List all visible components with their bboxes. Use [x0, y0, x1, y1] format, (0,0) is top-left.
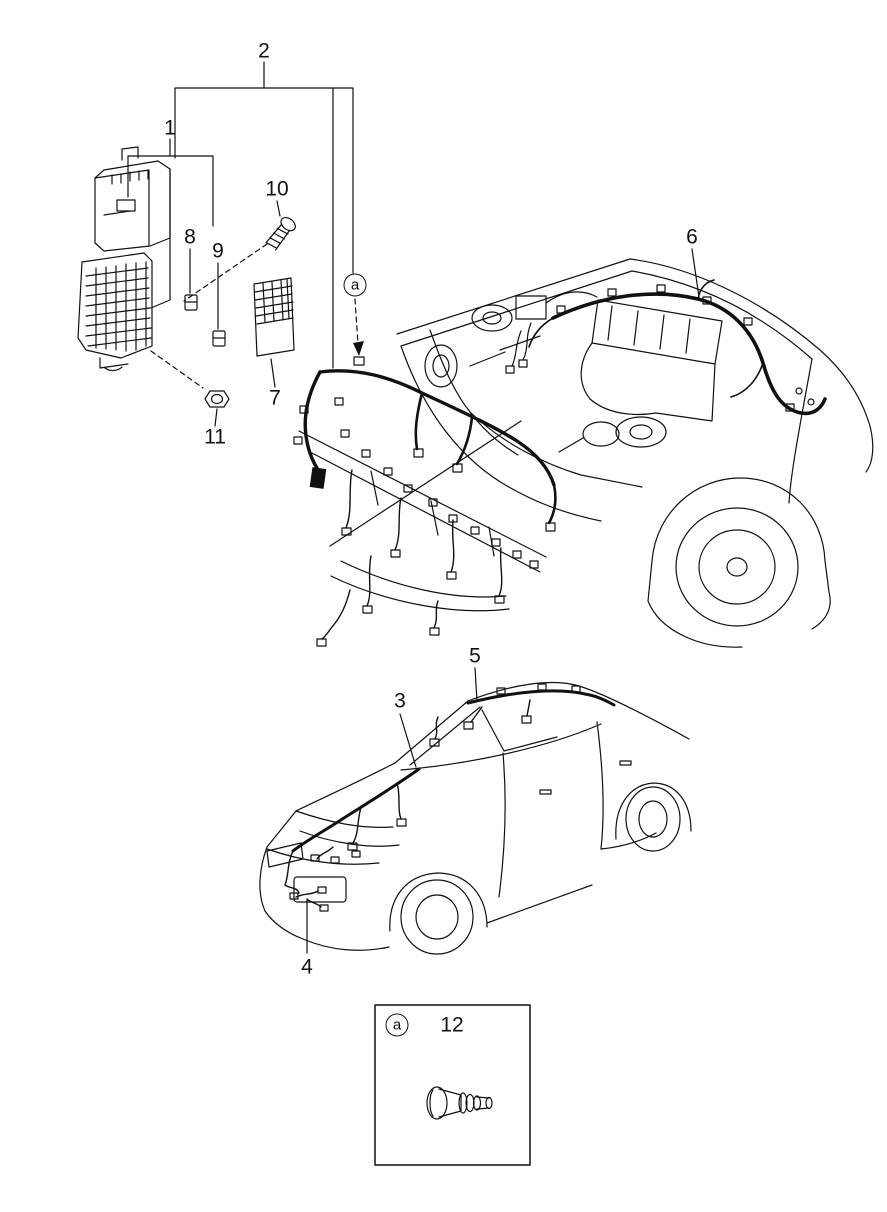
ref-marker-a: a: [343, 273, 367, 297]
grommet-part-12-icon: [426, 1086, 493, 1120]
callout-5: 5: [469, 644, 481, 668]
callout-8: 8: [184, 225, 196, 249]
assembly-guide-lines: [150, 243, 364, 389]
callout-6: 6: [686, 225, 698, 249]
callout-12: 12: [440, 1013, 464, 1037]
callout-1: 1: [164, 116, 176, 140]
bolt-part-10-icon: [265, 216, 296, 251]
legend-box-art: [374, 1004, 531, 1166]
callout-10: 10: [265, 177, 289, 201]
junction-box-art: [77, 146, 171, 372]
arrowhead-icon: [353, 341, 364, 356]
front-body-engine-bay-art: [396, 258, 874, 648]
label-sheet-art: [253, 277, 295, 357]
callout-7: 7: [269, 386, 281, 410]
clip-part-8-icon: [184, 294, 198, 311]
callout-3: 3: [394, 689, 406, 713]
callout-2: 2: [258, 39, 270, 63]
callout-9: 9: [212, 239, 224, 263]
instrument-panel-harness-art: [293, 356, 557, 647]
callout-leader-lines: [127, 61, 700, 954]
nut-part-11-icon: [204, 390, 230, 408]
legend-ref-marker-a: a: [385, 1013, 409, 1037]
callout-4: 4: [301, 955, 313, 979]
rear-body-art: [259, 681, 692, 955]
clip-part-9-icon: [212, 330, 226, 347]
callout-11: 11: [204, 425, 226, 449]
